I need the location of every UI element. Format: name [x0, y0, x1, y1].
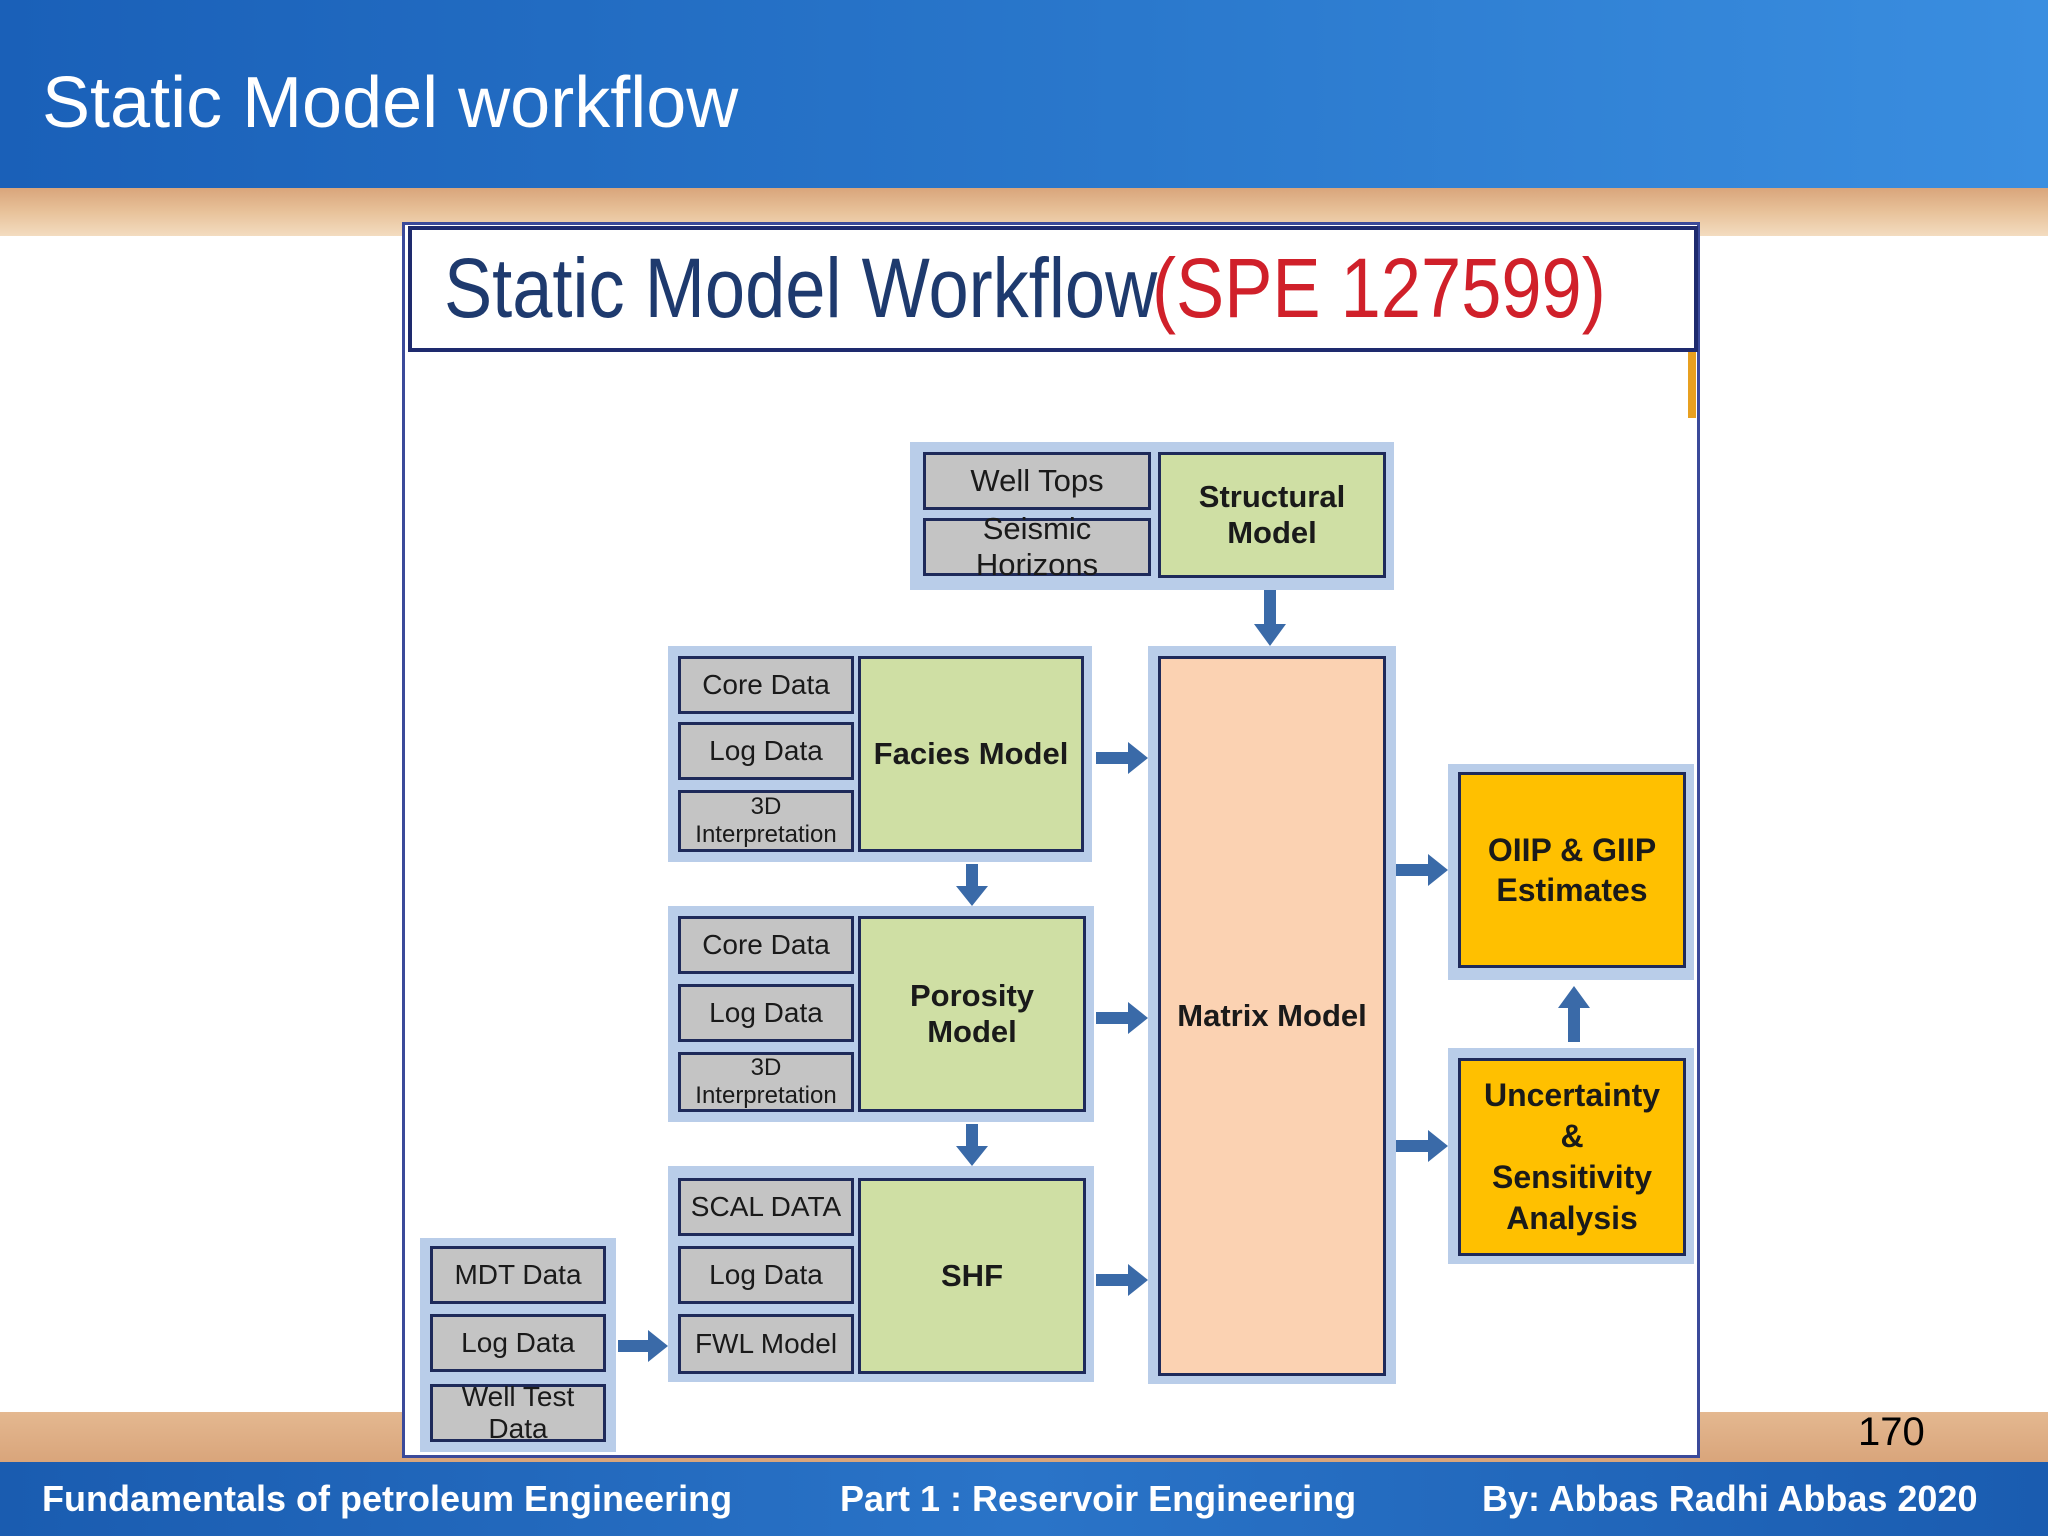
arrow-facies-to-porosity — [956, 864, 988, 906]
footer-part: Part 1 : Reservoir Engineering — [840, 1478, 1357, 1519]
uncertainty-box: Uncertainty & Sensitivity Analysis — [1458, 1058, 1686, 1256]
footer-author: By: Abbas Radhi Abbas 2020 — [1482, 1478, 1978, 1519]
oiip-line-1: OIIP & GIIP — [1487, 832, 1657, 868]
oiip-giip-box: OIIP & GIIP Estimates — [1458, 772, 1686, 968]
footer-course: Fundamentals of petroleum Engineering — [42, 1478, 733, 1519]
arrow-facies-to-matrix — [1096, 742, 1148, 774]
arrow-matrix-to-uncertainty — [1396, 1130, 1448, 1162]
diagram-reference: (SPE 127599) — [1152, 241, 1606, 335]
porosity-core-data-box: Core Data — [678, 916, 854, 974]
arrow-uncertainty-to-oiip — [1558, 986, 1590, 1042]
mdt-data-box: MDT Data — [430, 1246, 606, 1304]
oiip-line-2: Estimates — [1496, 872, 1648, 908]
shf-log-data-box: Log Data — [678, 1246, 854, 1304]
porosity-3d-interpretation-box: 3D Interpretation — [678, 1052, 854, 1112]
arrow-mdt-to-shf — [618, 1330, 668, 1362]
shf-box: SHF — [858, 1178, 1086, 1374]
seismic-horizons-box: Seismic Horizons — [923, 511, 1151, 582]
facies-log-data-box: Log Data — [678, 722, 854, 780]
fwl-model-box: FWL Model — [678, 1314, 854, 1374]
facies-3d-interpretation-box: 3D Interpretation — [678, 790, 854, 852]
diagram-title: Static Model Workflow — [444, 241, 1158, 335]
page-number: 170 — [1858, 1410, 1925, 1454]
porosity-log-data-box: Log Data — [678, 984, 854, 1042]
facies-core-data-box: Core Data — [678, 656, 854, 714]
matrix-model-box: Matrix Model — [1158, 656, 1386, 1376]
diagram-title-box: Static Model Workflow (SPE 127599) — [408, 226, 1698, 352]
mdt-log-data-box: Log Data — [430, 1314, 606, 1372]
structural-model-box: Structural Model — [1158, 452, 1386, 578]
uncertainty-line-3: Sensitivity — [1491, 1159, 1653, 1195]
uncertainty-line-2: & — [1560, 1118, 1584, 1155]
uncertainty-line-1: Uncertainty — [1483, 1077, 1661, 1114]
well-test-data-box: Well Test Data — [430, 1381, 606, 1444]
arrow-matrix-to-oiip — [1396, 854, 1448, 886]
porosity-model-box: Porosity Model — [858, 916, 1086, 1112]
slide-title: Static Model workflow — [42, 63, 739, 143]
well-tops-box: Well Tops — [923, 452, 1151, 510]
facies-model-box: Facies Model — [858, 656, 1084, 852]
uncertainty-line-4: Analysis — [1506, 1199, 1638, 1236]
slide-header — [0, 0, 2048, 188]
arrow-porosity-to-matrix — [1096, 1002, 1148, 1034]
arrow-structural-to-matrix — [1254, 590, 1286, 646]
scal-data-box: SCAL DATA — [678, 1178, 854, 1236]
slide-footer: Fundamentals of petroleum Engineering Pa… — [0, 1462, 2048, 1536]
arrow-porosity-to-shf — [956, 1124, 988, 1166]
arrow-shf-to-matrix — [1096, 1264, 1148, 1296]
